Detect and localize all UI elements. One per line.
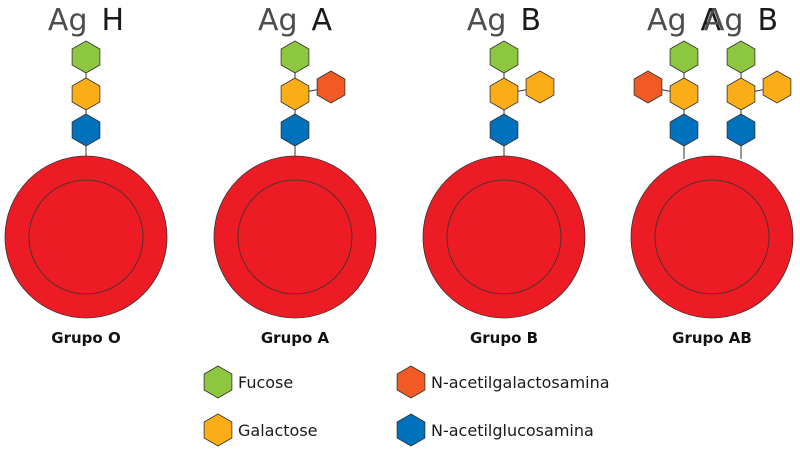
legend-item: N-acetilgalactosamina (396, 365, 610, 399)
n-acetylglucosamine-residue (726, 113, 756, 147)
n-acetylglucosamine-residue (71, 113, 101, 147)
n-acetylgalactosamine-residue (316, 70, 346, 104)
legend-label: N-acetilgalactosamina (431, 373, 610, 392)
antigen-type: H (102, 3, 125, 38)
fucose-residue (726, 40, 756, 74)
legend-item: Fucose (203, 365, 293, 399)
group-label: Grupo A (261, 329, 330, 347)
fucose-residue (489, 40, 519, 74)
antigen-label: Ag B (467, 3, 541, 38)
group-label: Grupo B (470, 329, 538, 347)
fucose-swatch (203, 365, 233, 399)
antigen-label: Ag A (258, 3, 333, 38)
n-acetylglucosamine-residue (669, 113, 699, 147)
antigen-type: A (312, 3, 333, 38)
galactose-residue (489, 77, 519, 111)
antigen-prefix: Ag (647, 3, 687, 38)
galactose-residue (726, 77, 756, 111)
fucose-residue (669, 40, 699, 74)
galactose-residue (525, 70, 555, 104)
antigen-type: B (757, 3, 778, 38)
galactose-residue (71, 77, 101, 111)
cell-group-3: Ag B Grupo B (422, 3, 586, 347)
galactose-swatch (203, 413, 233, 447)
antigen-label: Ag A (647, 3, 722, 38)
antigen-label: Ag H (48, 3, 124, 38)
antigen-type: B (520, 3, 541, 38)
cell-inner-ring (654, 179, 770, 295)
cell-inner-ring (446, 179, 562, 295)
antigen-type: A (701, 3, 722, 38)
antigen-prefix: Ag (48, 3, 88, 38)
cell-group-2: Ag A Grupo A (213, 3, 377, 347)
group-label: Grupo AB (672, 329, 752, 347)
n-acetylgalactosamine-swatch (396, 365, 426, 399)
legend-item: N-acetilglucosamina (396, 413, 594, 447)
n-acetylglucosamine-swatch (396, 413, 426, 447)
n-acetylgalactosamine-residue (633, 70, 663, 104)
fucose-residue (71, 40, 101, 74)
legend-label: N-acetilglucosamina (431, 421, 594, 440)
galactose-residue (762, 70, 792, 104)
n-acetylglucosamine-residue (489, 113, 519, 147)
antigen-prefix: Ag (467, 3, 507, 38)
antigen-prefix: Ag (258, 3, 298, 38)
galactose-residue (280, 77, 310, 111)
legend-label: Galactose (238, 421, 318, 440)
antigen-label: Ag B (704, 3, 778, 38)
legend-label: Fucose (238, 373, 293, 392)
group-label: Grupo O (51, 329, 120, 347)
n-acetylglucosamine-residue (280, 113, 310, 147)
antigen-prefix: Ag (704, 3, 744, 38)
cell-inner-ring (28, 179, 144, 295)
cell-inner-ring (237, 179, 353, 295)
fucose-residue (280, 40, 310, 74)
galactose-residue (669, 77, 699, 111)
cell-group-1: Ag H Grupo O (4, 3, 168, 347)
legend-item: Galactose (203, 413, 318, 447)
